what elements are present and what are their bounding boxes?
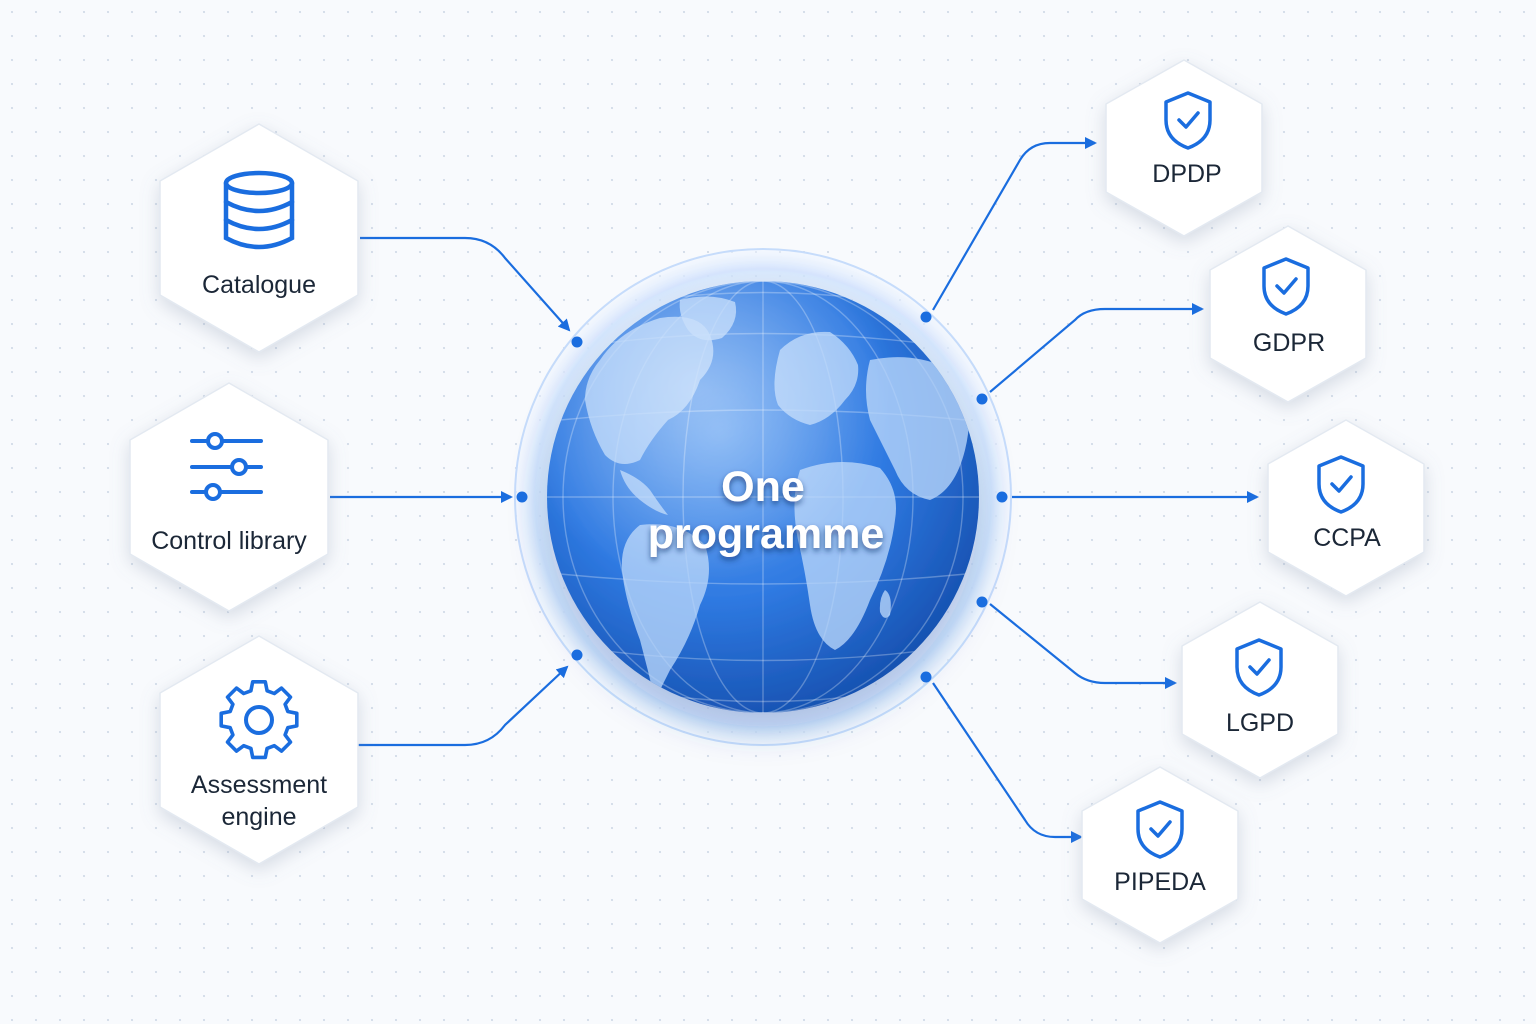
sliders-icon <box>190 432 263 501</box>
connector-assessment-engine <box>330 665 569 747</box>
shield-check-icon <box>1235 638 1283 697</box>
node-label-lgpd: LGPD <box>1226 709 1294 737</box>
center-title-line1: One <box>721 463 805 511</box>
hexagon-shape <box>1181 601 1339 779</box>
gear-icon <box>219 679 299 760</box>
node-label-gdpr: GDPR <box>1253 329 1325 357</box>
connector-pipeda <box>932 682 1083 843</box>
output-node-pipeda[interactable]: PIPEDA <box>1081 766 1239 944</box>
dot-in-control-library <box>516 491 528 503</box>
node-label-assessment-line2: engine <box>221 803 296 831</box>
dot-out-gdpr <box>976 393 988 405</box>
node-label-assessment-line1: Assessment <box>191 771 327 799</box>
dot-out-dpdp <box>920 311 932 323</box>
shield-check-icon <box>1317 455 1365 514</box>
node-label-catalogue: Catalogue <box>202 271 316 299</box>
dot-out-ccpa <box>996 491 1008 503</box>
hexagon-shape <box>159 123 359 353</box>
shield-check-icon <box>1164 91 1212 150</box>
node-label-pipeda: PIPEDA <box>1114 868 1206 896</box>
hexagon-shape <box>1081 766 1239 944</box>
node-label-control-library: Control library <box>151 527 307 555</box>
shield-check-icon <box>1262 257 1310 316</box>
center-title-line2: programme <box>648 510 885 558</box>
input-connectors <box>330 236 571 747</box>
dot-out-pipeda <box>920 671 932 683</box>
connector-lgpd <box>989 603 1177 689</box>
output-node-dpdp[interactable]: DPDP <box>1105 59 1263 237</box>
connection-dots <box>516 311 1008 683</box>
node-label-ccpa: CCPA <box>1313 524 1381 552</box>
dot-in-assessment-engine <box>571 649 583 661</box>
output-node-gdpr[interactable]: GDPR <box>1209 225 1367 403</box>
shield-check-icon <box>1136 800 1184 859</box>
input-node-assessment-engine[interactable]: Assessment engine <box>159 635 359 865</box>
connector-dpdp <box>932 137 1097 311</box>
input-node-control-library[interactable]: Control library <box>129 382 329 612</box>
globe: One programme <box>514 248 1012 746</box>
globe-shine <box>547 281 979 713</box>
node-label-dpdp: DPDP <box>1152 160 1221 188</box>
connector-catalogue <box>360 236 571 332</box>
dot-in-catalogue <box>571 336 583 348</box>
database-icon <box>223 170 295 250</box>
connector-gdpr <box>989 303 1204 393</box>
hexagon-shape <box>129 382 329 612</box>
output-node-ccpa[interactable]: CCPA <box>1267 419 1425 597</box>
dot-out-lgpd <box>976 596 988 608</box>
input-node-catalogue[interactable]: Catalogue <box>159 123 359 353</box>
output-node-lgpd[interactable]: LGPD <box>1181 601 1339 779</box>
output-connectors <box>932 137 1259 843</box>
hexagon-shape <box>159 635 359 865</box>
